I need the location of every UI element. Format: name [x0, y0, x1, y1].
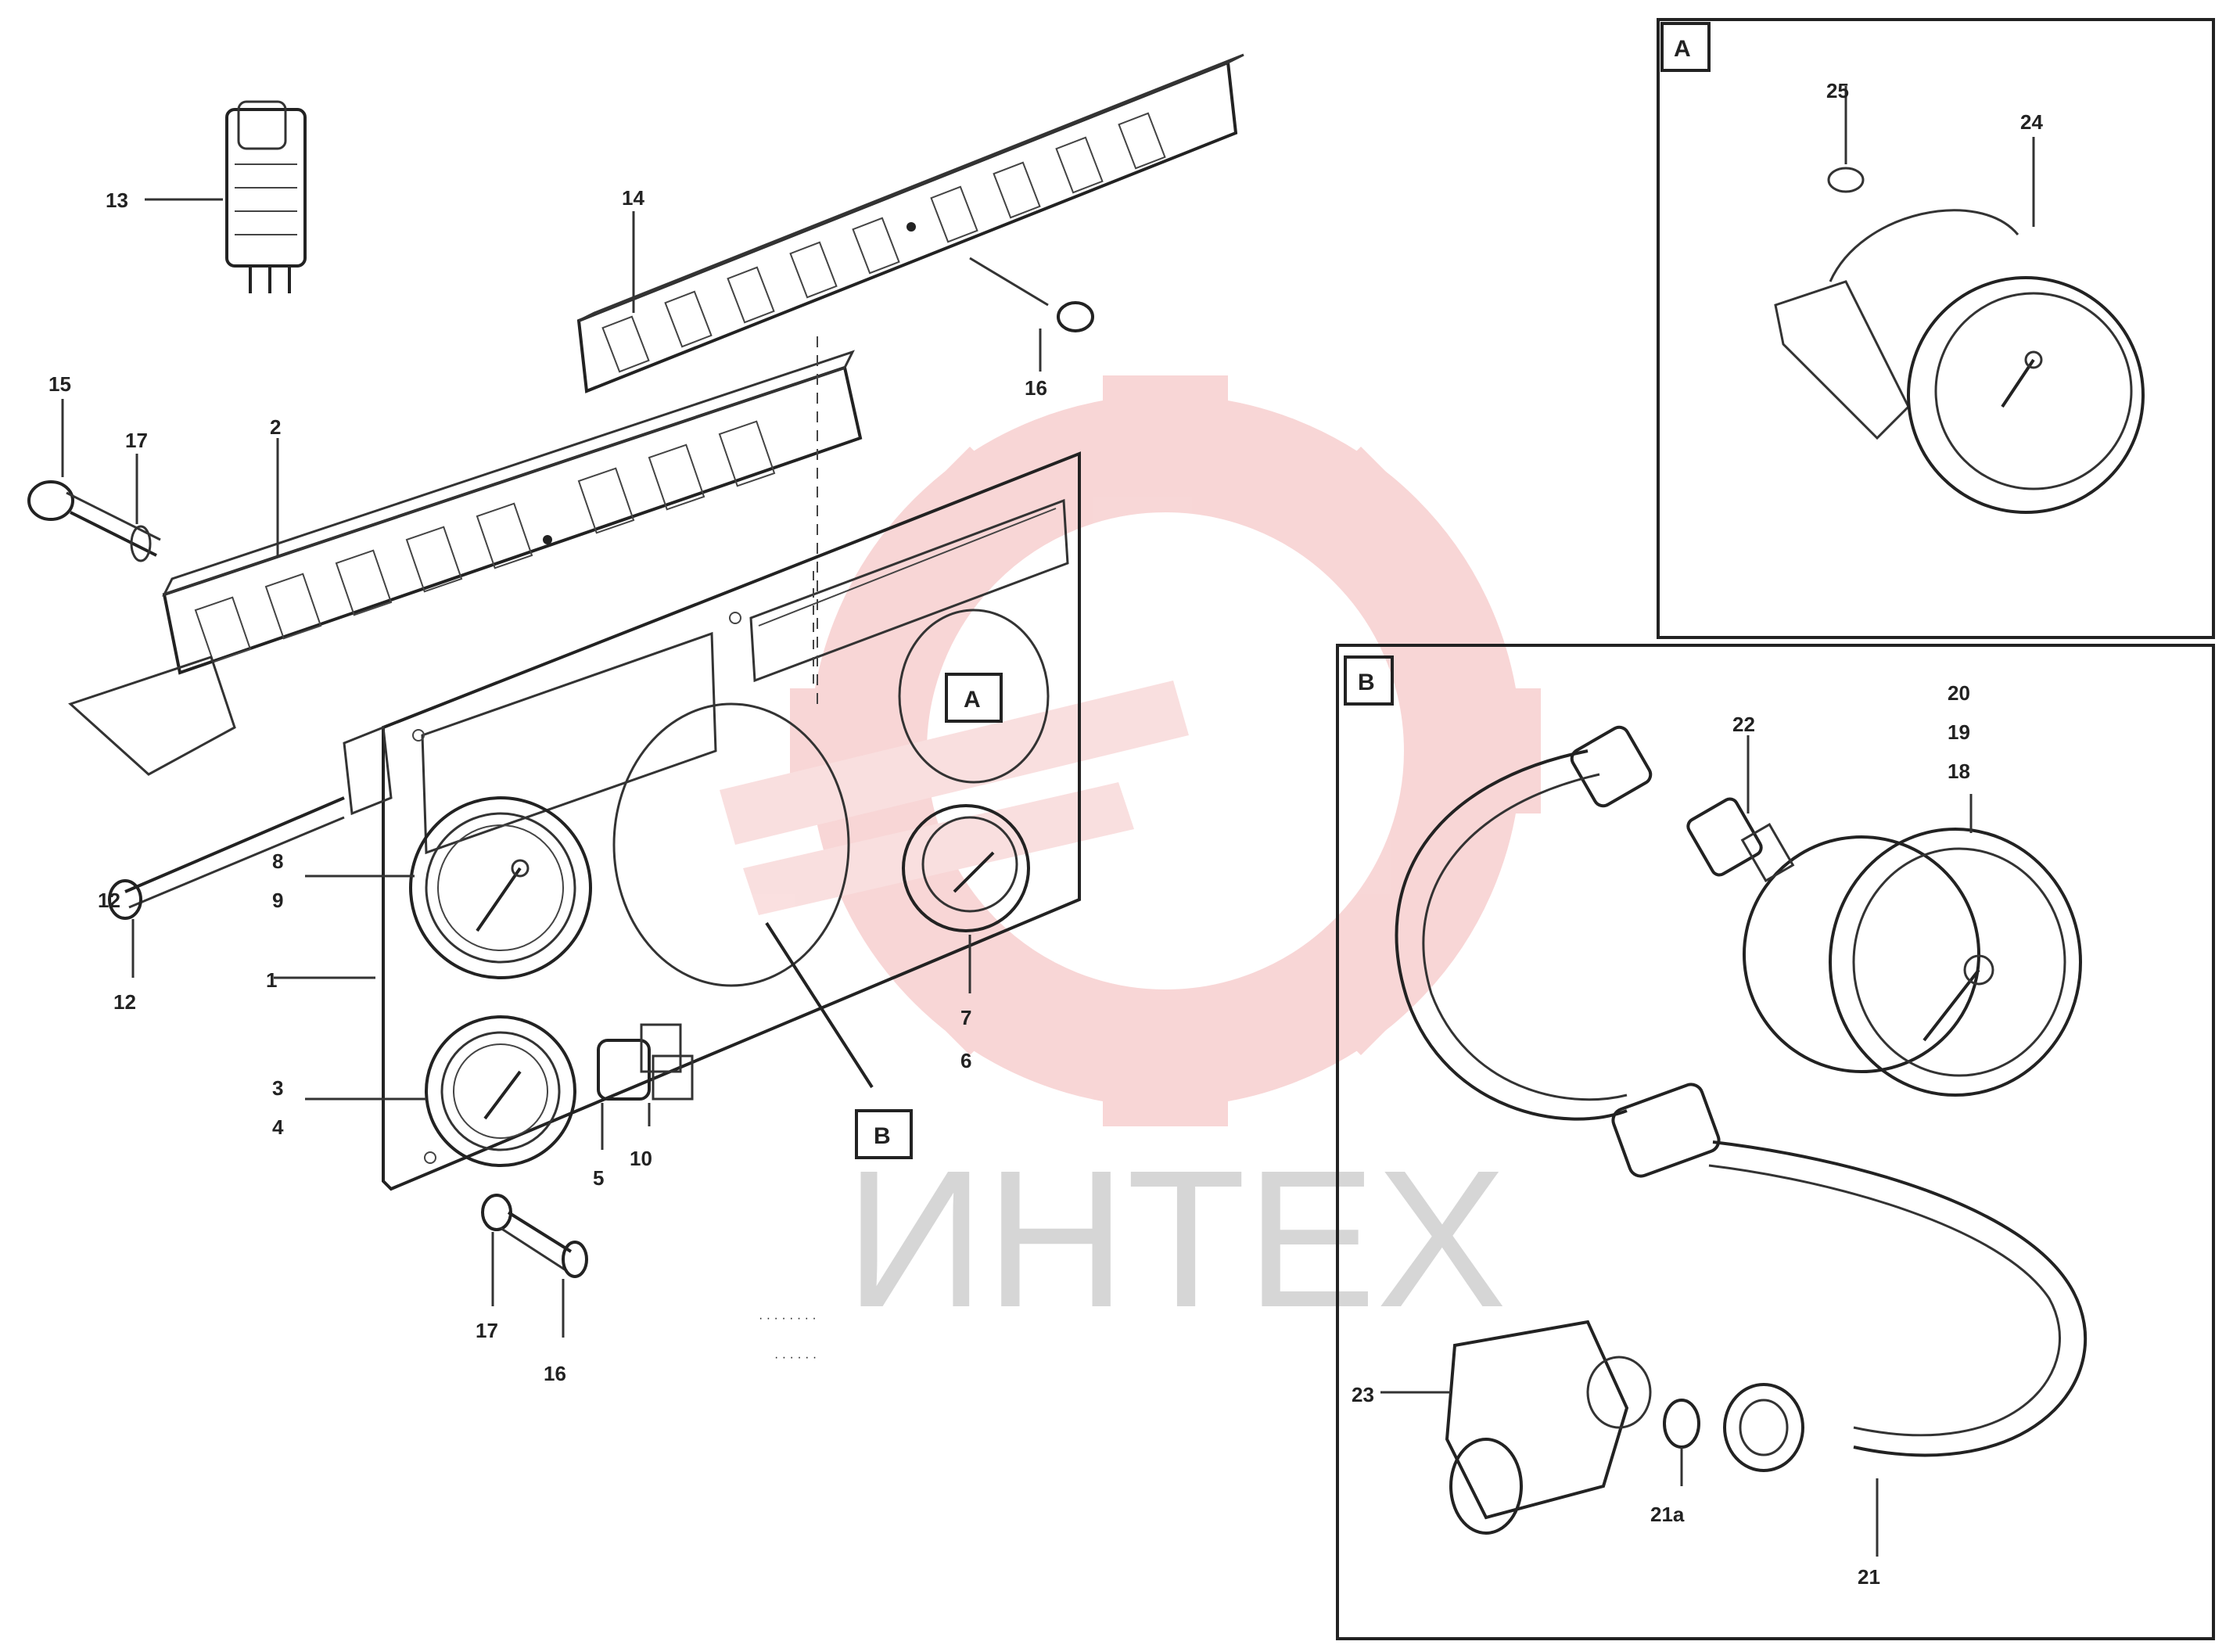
callout-23: 23	[1352, 1383, 1374, 1406]
panel-bolt	[108, 796, 345, 920]
sensor-part	[1445, 1320, 1700, 1535]
callout-9-gauge: 9	[272, 889, 283, 912]
position-a-circle	[898, 609, 1050, 784]
cable-part	[1395, 725, 2088, 1472]
inset-b-frame	[1336, 644, 2215, 1640]
callout-20: 20	[1948, 681, 1970, 705]
callout-14-fuse-strip: 14	[622, 186, 644, 210]
callout-22: 22	[1732, 713, 1755, 736]
callout-16-screw-top: 16	[1025, 376, 1047, 400]
switch-part	[597, 1023, 694, 1101]
label-box-b	[855, 1109, 913, 1159]
label-b-inset: B	[1358, 670, 1375, 695]
label-a-inset: A	[1674, 36, 1691, 62]
callout-15-bolt: 15	[48, 372, 71, 396]
lower-fuse-holder	[68, 350, 863, 776]
callout-4-gauge: 4	[272, 1115, 284, 1139]
watermark-text: ИНТЕХ	[845, 1129, 1506, 1348]
label-b-main: B	[874, 1123, 891, 1149]
callout-12-bolt-a: 12	[98, 889, 120, 912]
callout-10-switch: 10	[630, 1147, 652, 1170]
inset-b-gauge	[1743, 828, 2082, 1097]
callout-17-washer-top: 17	[125, 429, 148, 452]
bolt-part	[27, 480, 161, 562]
callout-16-screw-bottom: 16	[544, 1362, 566, 1385]
callout-19: 19	[1948, 720, 1970, 744]
callout-1-panel: 1	[266, 968, 277, 992]
inset-a-gauge	[1774, 209, 2145, 514]
inset-a-frame	[1657, 18, 2215, 639]
instrument-panel	[343, 451, 1081, 1191]
gauge-mini	[902, 804, 1030, 932]
watermark-gear-logo	[720, 375, 1541, 1126]
callout-8-gauge: 8	[272, 849, 283, 873]
gauge-large	[409, 796, 592, 979]
callout-7-gauge: 7	[960, 1006, 971, 1029]
figure-note-line2: · · · · · ·	[774, 1351, 817, 1364]
bottom-bolt	[481, 1194, 588, 1278]
position-b-circle	[612, 702, 850, 987]
callout-24: 24	[2020, 110, 2043, 134]
label-box-a	[945, 673, 1003, 723]
callout-2-fuse-holder: 2	[270, 415, 281, 439]
callout-3-gauge: 3	[272, 1076, 283, 1100]
callout-21a: 21a	[1650, 1503, 1685, 1526]
callout-18: 18	[1948, 760, 1970, 783]
gauge-small	[425, 1015, 576, 1167]
callout-12-bolt-b: 12	[113, 990, 136, 1014]
label-a-main: A	[964, 687, 981, 713]
relay-part	[225, 100, 307, 293]
inset-b-label-box	[1344, 655, 1394, 706]
upper-fuse-strip	[576, 53, 1244, 393]
callout-6-gauge: 6	[960, 1049, 971, 1072]
figure-note-line1: · · · · · · · ·	[759, 1312, 817, 1325]
inset-a-label-box	[1660, 22, 1711, 72]
callout-5-switch: 5	[593, 1166, 604, 1190]
adapter-part	[1686, 797, 1795, 883]
callout-21: 21	[1858, 1565, 1880, 1589]
callout-13-relay: 13	[106, 189, 128, 212]
callout-25: 25	[1826, 79, 1849, 102]
callout-17-washer-bottom: 17	[476, 1319, 498, 1342]
screw-part	[969, 257, 1094, 332]
